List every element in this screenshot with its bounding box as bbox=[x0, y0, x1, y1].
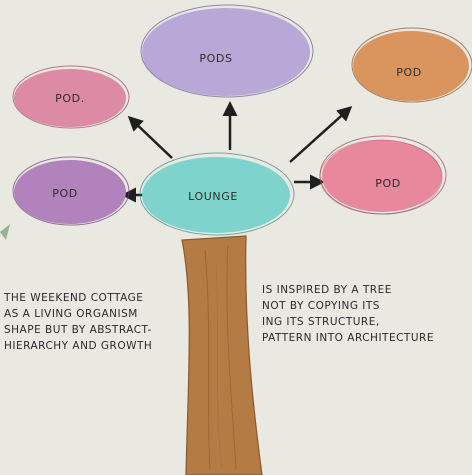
trunk-grain-3 bbox=[215, 261, 223, 469]
pod-top-label: PODS bbox=[199, 52, 232, 65]
arrow-to-pod-right-top bbox=[289, 105, 353, 163]
lounge-outline bbox=[139, 152, 295, 236]
lounge-label: LOUNGE bbox=[188, 190, 238, 203]
pod-left-top-outline bbox=[12, 65, 130, 129]
note-left-line: SHAPE BUT BY ABSTRACT- bbox=[4, 324, 152, 336]
lounge-node: LOUNGE bbox=[139, 152, 295, 236]
pod-right-bottom: POD bbox=[319, 135, 447, 215]
pod-left-bottom-shape bbox=[14, 160, 126, 224]
note-right-line: ING ITS STRUCTURE, bbox=[262, 316, 380, 328]
note-left-line: HIERARCHY AND GROWTH bbox=[4, 340, 153, 352]
arrow-to-pod-left-top bbox=[127, 115, 173, 159]
note-left-line: AS A LIVING ORGANISM bbox=[4, 308, 138, 320]
note-right-line: PATTERN INTO ARCHITECTURE bbox=[262, 332, 434, 344]
pod-right-top-shape bbox=[353, 31, 469, 101]
pod-left-top-label: POD. bbox=[55, 92, 85, 105]
note-right: IS INSPIRED BY A TREE NOT BY COPYING ITS… bbox=[262, 282, 434, 346]
pod-left-bottom-outline bbox=[12, 156, 130, 226]
leaf-sketch bbox=[0, 224, 10, 240]
pod-top-outline bbox=[140, 4, 314, 98]
pod-top: PODS bbox=[140, 4, 314, 98]
pod-right-bottom-shape bbox=[322, 140, 442, 212]
pod-left-top-shape bbox=[14, 69, 126, 127]
note-left-line: THE WEEKEND COTTAGE bbox=[4, 292, 144, 304]
note-left: THE WEEKEND COTTAGE AS A LIVING ORGANISM… bbox=[4, 290, 152, 354]
pod-right-bottom-outline-2 bbox=[319, 139, 443, 215]
pod-right-bottom-label: POD bbox=[375, 177, 401, 190]
pod-left-bottom: POD bbox=[12, 156, 130, 226]
pod-left-bottom-label: POD bbox=[52, 187, 78, 200]
tree-trunk bbox=[181, 235, 263, 475]
trunk-grain-2 bbox=[226, 244, 237, 471]
pod-right-top-outline bbox=[351, 27, 472, 103]
lounge-shape bbox=[142, 157, 290, 233]
trunk-grain-1 bbox=[204, 249, 211, 471]
pod-left-top: POD. bbox=[12, 65, 130, 129]
pod-right-top-label: POD bbox=[396, 66, 422, 79]
note-right-line: NOT BY COPYING ITS bbox=[262, 300, 380, 312]
pod-right-top: POD bbox=[351, 27, 472, 103]
pod-top-shape bbox=[142, 8, 310, 96]
note-right-line: IS INSPIRED BY A TREE bbox=[262, 284, 392, 296]
